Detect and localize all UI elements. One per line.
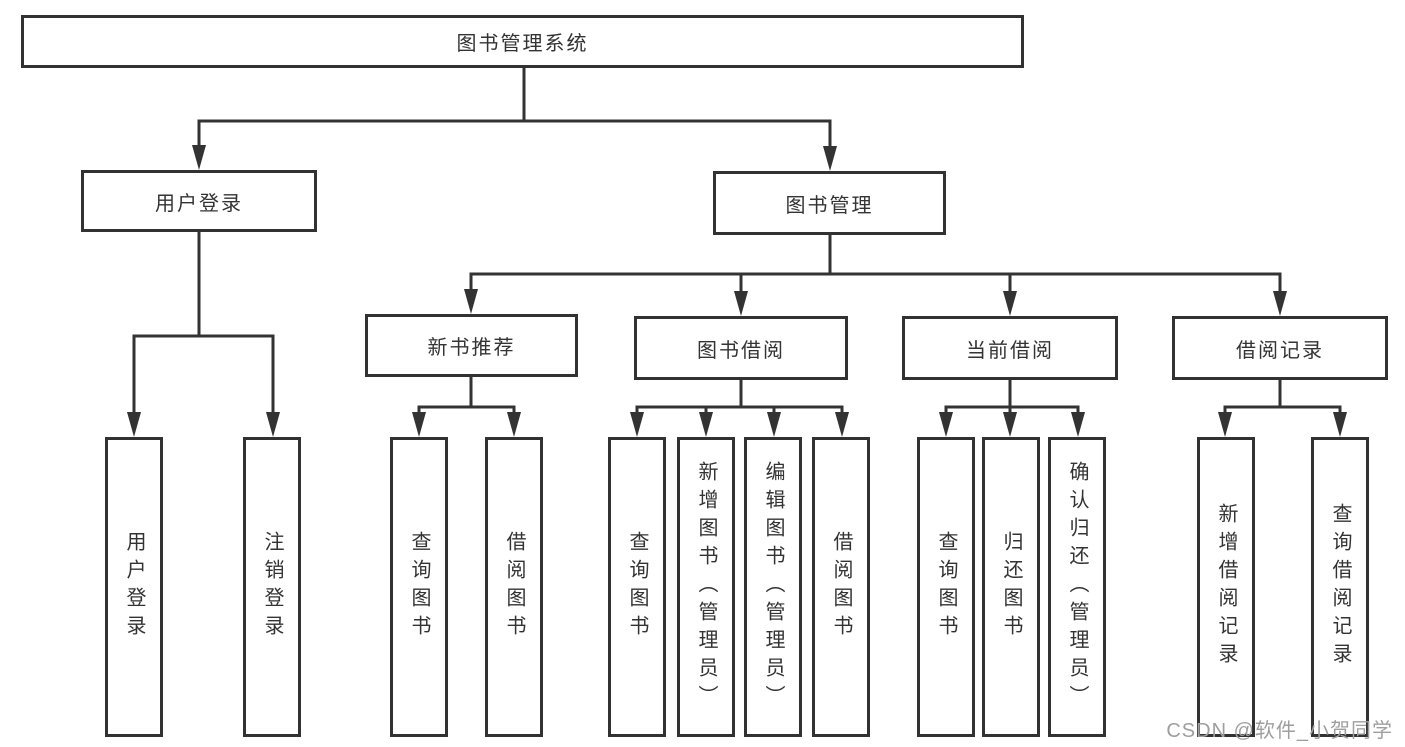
node-new-book-recommendation: 新书推荐 [365,314,578,377]
leaf-add-books-admin: 新增图书（管理员） [677,437,735,737]
leaf-borrow-books-borrowing: 借阅图书 [812,437,870,737]
node-user-login: 用户登录 [81,170,317,232]
leaf-confirm-return-admin: 确认归还（管理员） [1048,437,1106,737]
leaf-query-books-borrowing: 查询图书 [608,437,666,737]
node-current-borrowing: 当前借阅 [902,316,1118,380]
node-borrowing-records: 借阅记录 [1172,316,1388,380]
leaf-borrow-books-recommend: 借阅图书 [485,437,543,737]
leaf-user-login: 用户登录 [105,437,163,737]
leaf-logout-login: 注销登录 [243,437,301,737]
leaf-add-borrow-record: 新增借阅记录 [1197,437,1255,737]
leaf-edit-books-admin: 编辑图书（管理员） [744,437,802,737]
node-book-borrowing: 图书借阅 [634,316,848,380]
leaf-query-books-current: 查询图书 [917,437,975,737]
watermark: CSDN @软件_小贺同学 [1166,720,1393,742]
leaf-query-borrow-record: 查询借阅记录 [1311,437,1369,737]
leaf-return-books: 归还图书 [982,437,1040,737]
leaf-query-books-recommend: 查询图书 [390,437,448,737]
arrowheads [127,145,1347,437]
node-book-management: 图书管理 [713,171,946,235]
node-library-management-system: 图书管理系统 [21,15,1024,68]
